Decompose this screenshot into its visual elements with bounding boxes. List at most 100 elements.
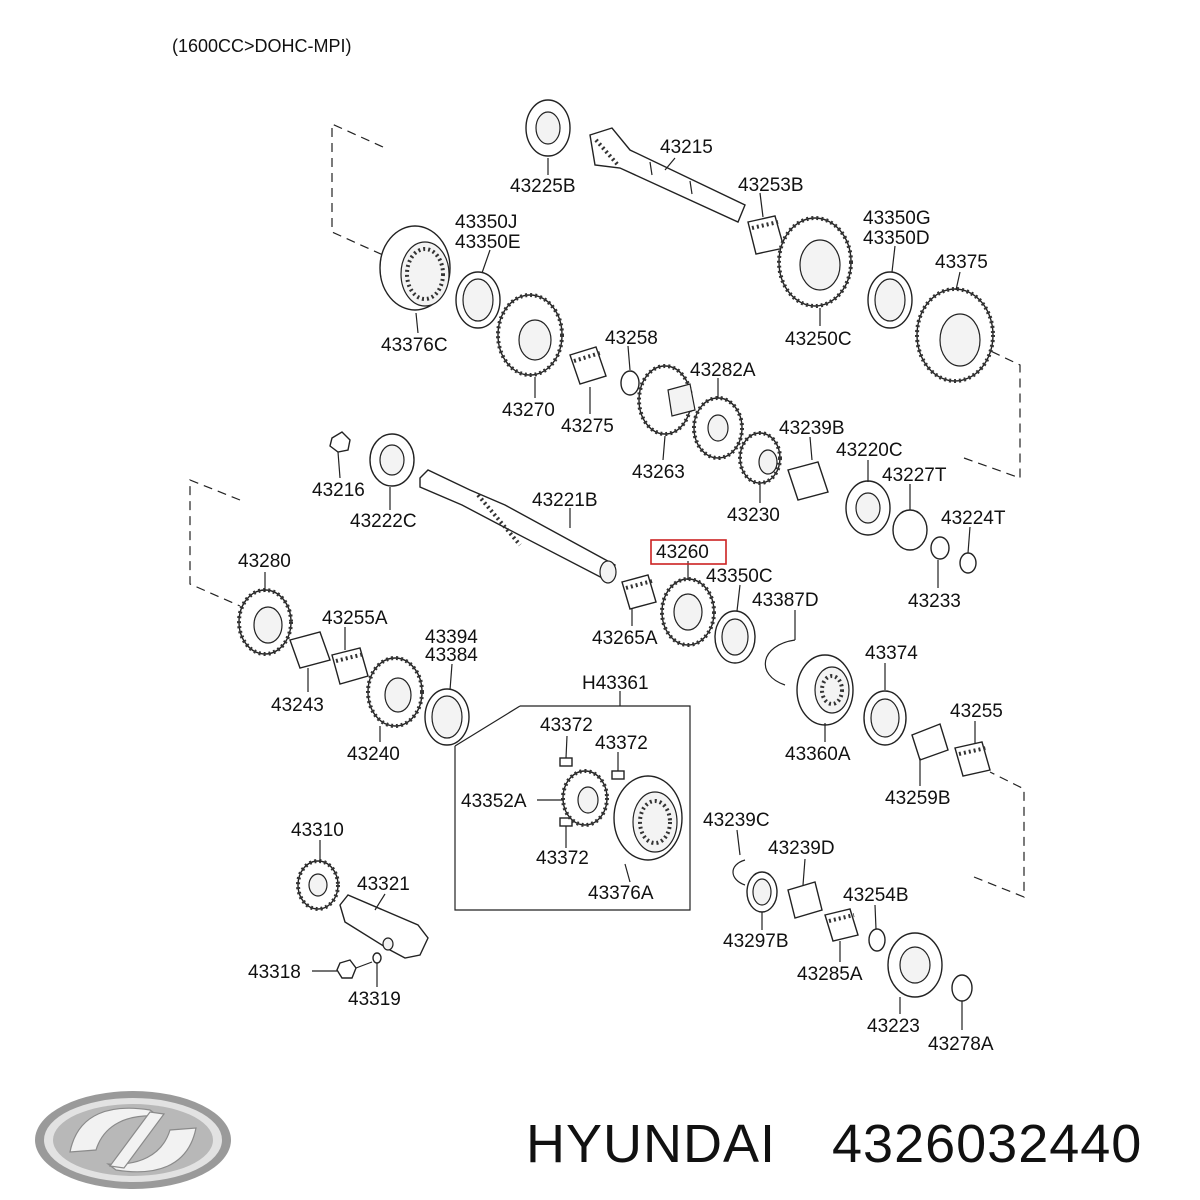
engine-spec-label: (1600CC>DOHC-MPI) (172, 36, 352, 56)
ring-43227t-icon (892, 509, 928, 551)
needle-bearing-43285a-icon (824, 908, 859, 942)
callout-43239c[interactable]: 43239C (703, 810, 770, 831)
gear-43310-icon (296, 859, 340, 911)
callout-43321[interactable]: 43321 (357, 874, 410, 895)
callout-43263[interactable]: 43263 (632, 462, 685, 483)
callout-43318[interactable]: 43318 (248, 962, 301, 983)
callout-43350d[interactable]: 43350D (863, 228, 930, 249)
gear-43250c-icon (777, 216, 853, 308)
sleeve-43243-icon (289, 631, 331, 669)
callout-43243[interactable]: 43243 (271, 695, 324, 716)
callout-43282a[interactable]: 43282A (690, 360, 756, 381)
callout-43387d[interactable]: 43387D (752, 590, 819, 611)
callout-43394[interactable]: 43394 (425, 627, 478, 648)
needle-bearing-43275-icon (569, 346, 607, 385)
callout-43233[interactable]: 43233 (908, 591, 961, 612)
callout-43280[interactable]: 43280 (238, 551, 291, 572)
callout-43372[interactable]: 43372 (536, 848, 589, 869)
callout-43255a[interactable]: 43255A (322, 608, 388, 629)
gear-43280-icon (237, 588, 293, 656)
callout-43215[interactable]: 43215 (660, 137, 713, 158)
callout-43260[interactable]: 43260 (656, 542, 709, 563)
leader-lines (264, 157, 976, 1030)
ring-43258-icon (620, 370, 640, 396)
callout-43374[interactable]: 43374 (865, 643, 918, 664)
callout-h43361[interactable]: H43361 (582, 673, 649, 694)
callout-43376a[interactable]: 43376A (588, 883, 654, 904)
callout-43239b[interactable]: 43239B (779, 418, 845, 439)
key-43372-icon (611, 770, 625, 780)
h43361-assembly-box (454, 691, 691, 911)
ring-43233-icon (930, 536, 950, 560)
hyundai-logo-icon (35, 1091, 231, 1189)
callout-43223[interactable]: 43223 (867, 1016, 920, 1037)
sync-sleeve-43376c-icon (379, 225, 451, 311)
callout-43225b[interactable]: 43225B (510, 176, 576, 197)
needle-bearing-43265a-icon (621, 574, 657, 610)
callout-43350j[interactable]: 43350J (455, 212, 517, 233)
callout-43224t[interactable]: 43224T (941, 508, 1006, 529)
callout-43360a[interactable]: 43360A (785, 744, 851, 765)
callout-43384[interactable]: 43384 (425, 645, 478, 666)
bearing-43223-icon (887, 932, 943, 998)
shaft-43221b-icon (419, 469, 617, 584)
callout-43254b[interactable]: 43254B (843, 885, 909, 906)
callout-43270[interactable]: 43270 (502, 400, 555, 421)
bearing-43222c-icon (369, 433, 415, 487)
sync-ring-43350j-icon (455, 271, 501, 329)
callout-43239d[interactable]: 43239D (768, 838, 835, 859)
ring-43278a-icon (951, 974, 973, 1002)
callout-43350g[interactable]: 43350G (863, 208, 931, 229)
sync-ring-43350g-icon (867, 271, 913, 329)
needle-bearing-43253b-icon (747, 215, 785, 255)
callout-43376c[interactable]: 43376C (381, 335, 448, 356)
callout-43253b[interactable]: 43253B (738, 175, 804, 196)
hub-43360a-icon (796, 654, 854, 726)
callout-43375[interactable]: 43375 (935, 252, 988, 273)
callout-43216[interactable]: 43216 (312, 480, 365, 501)
callout-43227t[interactable]: 43227T (882, 465, 947, 486)
callout-43240[interactable]: 43240 (347, 744, 400, 765)
callout-43285a[interactable]: 43285A (797, 964, 863, 985)
callout-43278a[interactable]: 43278A (928, 1034, 994, 1055)
callout-43372[interactable]: 43372 (595, 733, 648, 754)
callout-43275[interactable]: 43275 (561, 416, 614, 437)
sync-ring-43350c-icon (714, 610, 756, 664)
gear-43240-icon (366, 656, 424, 728)
callout-43259b[interactable]: 43259B (885, 788, 951, 809)
callout-43350e[interactable]: 43350E (455, 232, 521, 253)
callout-43350c[interactable]: 43350C (706, 566, 773, 587)
gear-43263-icon (637, 364, 696, 436)
key-43372-icon (559, 817, 573, 827)
gear-43260-icon (660, 577, 716, 647)
sync-ring-43394-icon (424, 688, 470, 746)
cone-43239d-icon (787, 881, 823, 919)
needle-bearing-43255-icon (954, 741, 991, 777)
gear-43230-icon (738, 431, 782, 485)
callout-43352a[interactable]: 43352A (461, 791, 527, 812)
callout-43297b[interactable]: 43297B (723, 931, 789, 952)
callout-43310[interactable]: 43310 (291, 820, 344, 841)
callout-43372[interactable]: 43372 (540, 715, 593, 736)
parts (237, 99, 995, 1002)
callout-43222c[interactable]: 43222C (350, 511, 417, 532)
callout-43221b[interactable]: 43221B (532, 490, 598, 511)
callout-43230[interactable]: 43230 (727, 505, 780, 526)
callout-43319[interactable]: 43319 (348, 989, 401, 1010)
callout-43258[interactable]: 43258 (605, 328, 658, 349)
needle-bearing-43255a-icon (331, 647, 369, 685)
callout-43265a[interactable]: 43265A (592, 628, 658, 649)
callout-43250c[interactable]: 43250C (785, 329, 852, 350)
brand-name: HYUNDAI (526, 1114, 776, 1174)
gear-43270-icon (496, 293, 564, 377)
callout-43220c[interactable]: 43220C (836, 440, 903, 461)
spring-43387d-icon (764, 639, 796, 686)
callout-43255[interactable]: 43255 (950, 701, 1003, 722)
part-number: 4326032440 (832, 1114, 1142, 1174)
sleeve-43239b-icon (787, 461, 829, 501)
gear-43282a-icon (692, 396, 744, 460)
callout-labels: 43225B 43215 43253B 43350J 43350E 43350G… (238, 137, 1006, 1055)
hub-43352a-icon (561, 769, 609, 827)
cone-43259b-icon (911, 723, 949, 761)
